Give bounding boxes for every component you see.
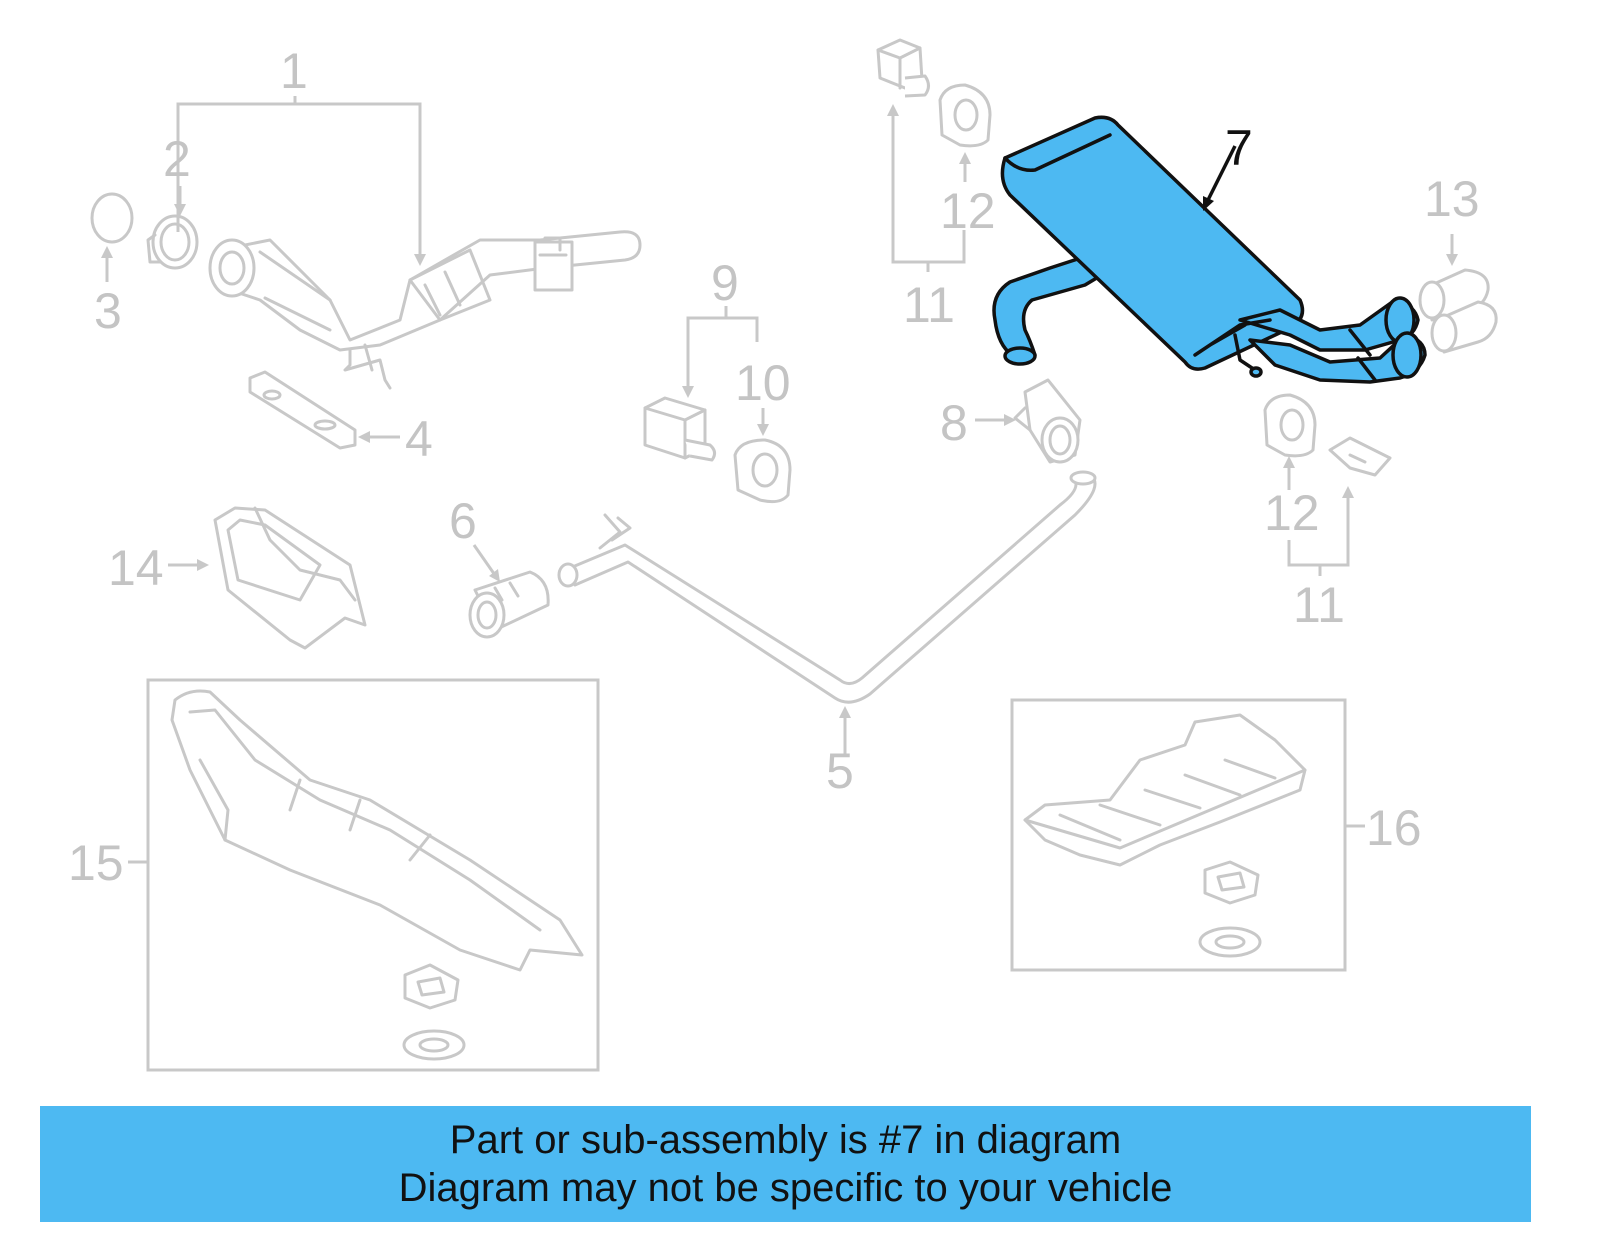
callout-6: 6 [449,493,477,549]
bracket-part-4 [248,370,357,450]
muffler-body [1000,115,1305,371]
callout-box-15 [146,678,600,1072]
callout-4: 4 [405,411,433,467]
rubber-mount-part-10 [733,438,792,504]
callout-10: 10 [735,355,791,411]
rubber-mount-part-12-right [1263,393,1317,458]
callout-9: 9 [711,255,739,311]
tailpipe-tips-part-13 [1418,268,1498,354]
rubber-mount-part-12-top [938,83,992,148]
clamp-part-8 [1013,378,1082,464]
callout-3: 3 [94,283,122,339]
info-banner: Part or sub-assembly is #7 in diagram Di… [40,1106,1531,1222]
hanger-part-11-top [876,38,930,98]
callout-1: 1 [280,43,308,99]
bracket-part-11-right [1328,436,1392,477]
intermediate-pipe-part-5 [557,470,1097,704]
front-pipe-catalytic-converter [208,230,642,390]
callout-11-top: 11 [903,277,955,333]
underbody-shield-part-16 [1023,713,1307,958]
gasket-part-3 [90,192,134,244]
callout-8: 8 [940,395,968,451]
callout-7: 7 [1225,120,1253,176]
callout-5: 5 [826,743,854,799]
callout-12-top: 12 [940,183,996,239]
callout-14: 14 [108,540,164,596]
callout-2: 2 [163,131,191,187]
hanger-part-9 [643,396,717,462]
underbody-shield-part-15 [170,689,584,1061]
callout-box-16 [1010,698,1347,972]
banner-line-1: Part or sub-assembly is #7 in diagram [449,1118,1122,1162]
callout-13: 13 [1424,171,1480,227]
heat-shield-part-14 [213,506,367,650]
callout-12-right: 12 [1264,485,1320,541]
rear-muffler-part-7 [992,115,1427,384]
clamp-part-6 [468,570,550,639]
banner-line-2: Diagram may not be specific to your vehi… [398,1166,1173,1210]
callout-11-right: 11 [1293,577,1345,633]
clamp-part-2 [146,214,199,270]
callout-15: 15 [68,835,124,891]
callout-16: 16 [1366,800,1422,856]
